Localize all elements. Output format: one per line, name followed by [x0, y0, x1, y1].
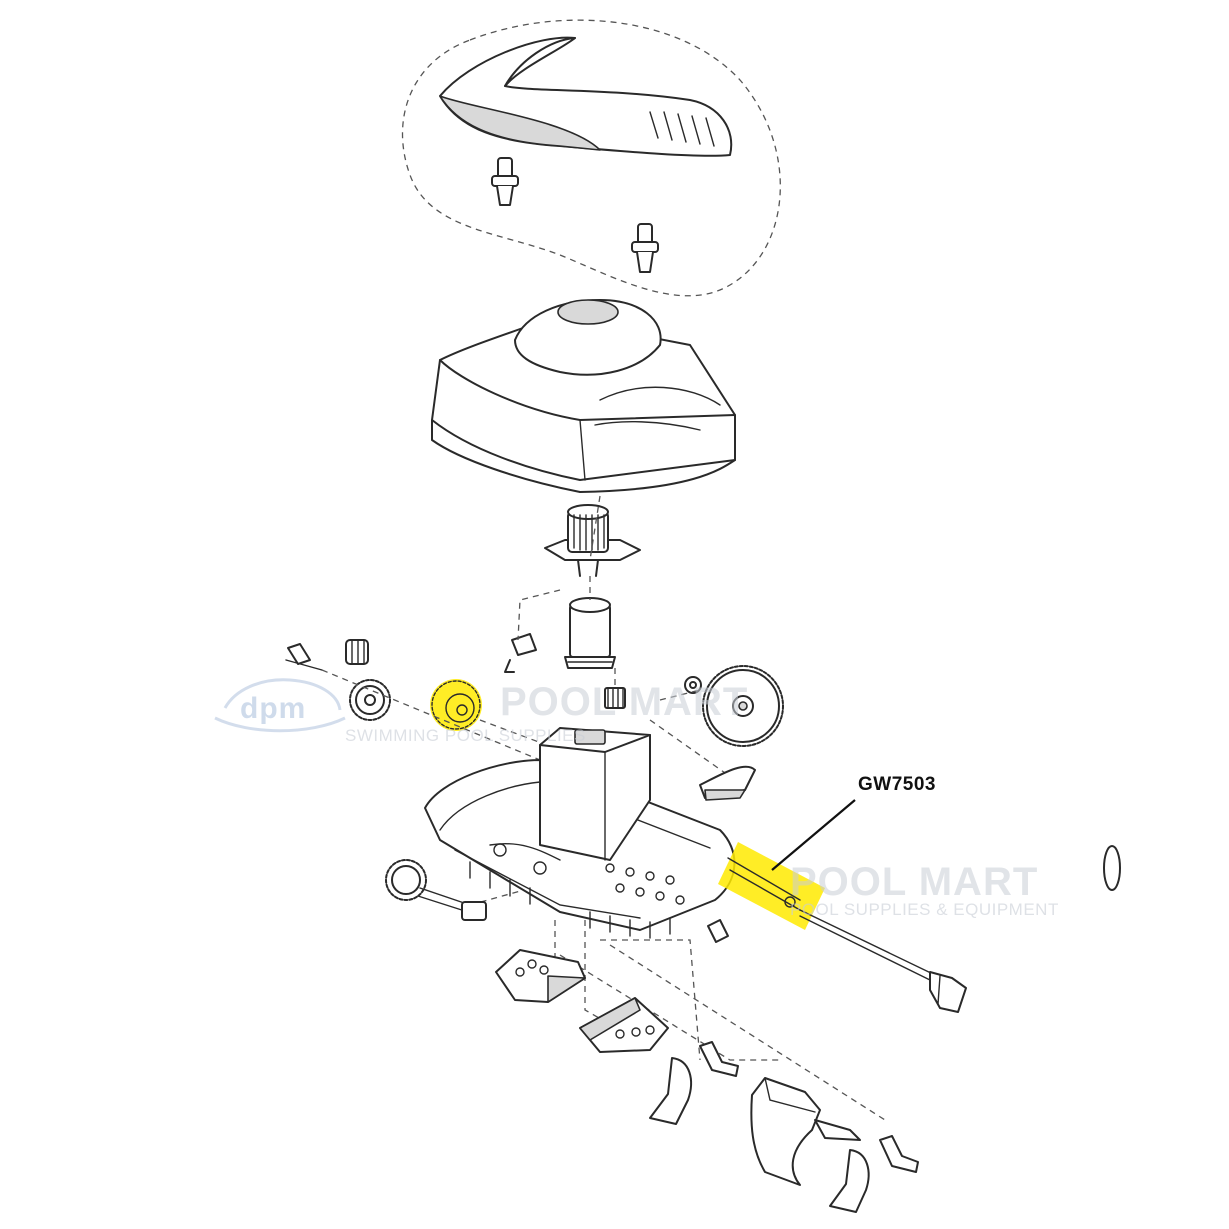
- washer: [684, 676, 702, 694]
- watermark-brand-left-sub: SWIMMING POOL SUPPLIES: [345, 726, 586, 745]
- housing-intake-port: [557, 299, 619, 325]
- small-connector: [504, 633, 537, 673]
- top-cover: [439, 36, 733, 157]
- callout-leader-line: [771, 799, 856, 871]
- skid-pad-left: [495, 949, 586, 1003]
- cover-clip-left: [491, 157, 519, 206]
- cover-clip-right: [631, 223, 659, 273]
- watermark-brand-right-sub: POOL SUPPLIES & EQUIPMENT: [790, 900, 1059, 919]
- chassis-base: [424, 727, 736, 939]
- part-number-label: GW7503: [858, 774, 936, 795]
- top-housing: [431, 299, 736, 493]
- lower-clamp-left: [649, 1057, 692, 1125]
- lower-clamp-center: [750, 1077, 861, 1186]
- lower-clip-a: [699, 1041, 739, 1077]
- large-drive-gear: [702, 665, 784, 747]
- motor-mount: [544, 504, 641, 577]
- lower-clamp-right: [829, 1149, 870, 1213]
- chassis-holes: [605, 863, 685, 905]
- cover-vent-slots: [649, 111, 715, 147]
- lower-left-wheel: [385, 859, 487, 921]
- cover-group-outline: [402, 19, 781, 297]
- top-cover-group: [402, 19, 781, 297]
- axle-rod: [799, 909, 967, 1013]
- pinion-gear: [604, 687, 626, 709]
- watermark-brand-right: POOL MART: [790, 860, 1039, 904]
- watermark-logo-letters: dpm: [240, 692, 307, 725]
- lower-clip-b: [879, 1135, 919, 1173]
- highlighted-axle-part: [718, 842, 825, 930]
- skid-pad-right: [579, 997, 669, 1053]
- watermark-brand-left: POOL MART: [500, 680, 749, 724]
- watermark-logo: [214, 678, 346, 733]
- chassis-clip: [707, 919, 729, 943]
- impeller-tube: [564, 597, 616, 669]
- right-wheel-stub: [1103, 845, 1121, 891]
- right-bracket: [699, 765, 756, 801]
- left-wheel-assembly: [285, 639, 391, 721]
- highlighted-wheel: [430, 679, 482, 731]
